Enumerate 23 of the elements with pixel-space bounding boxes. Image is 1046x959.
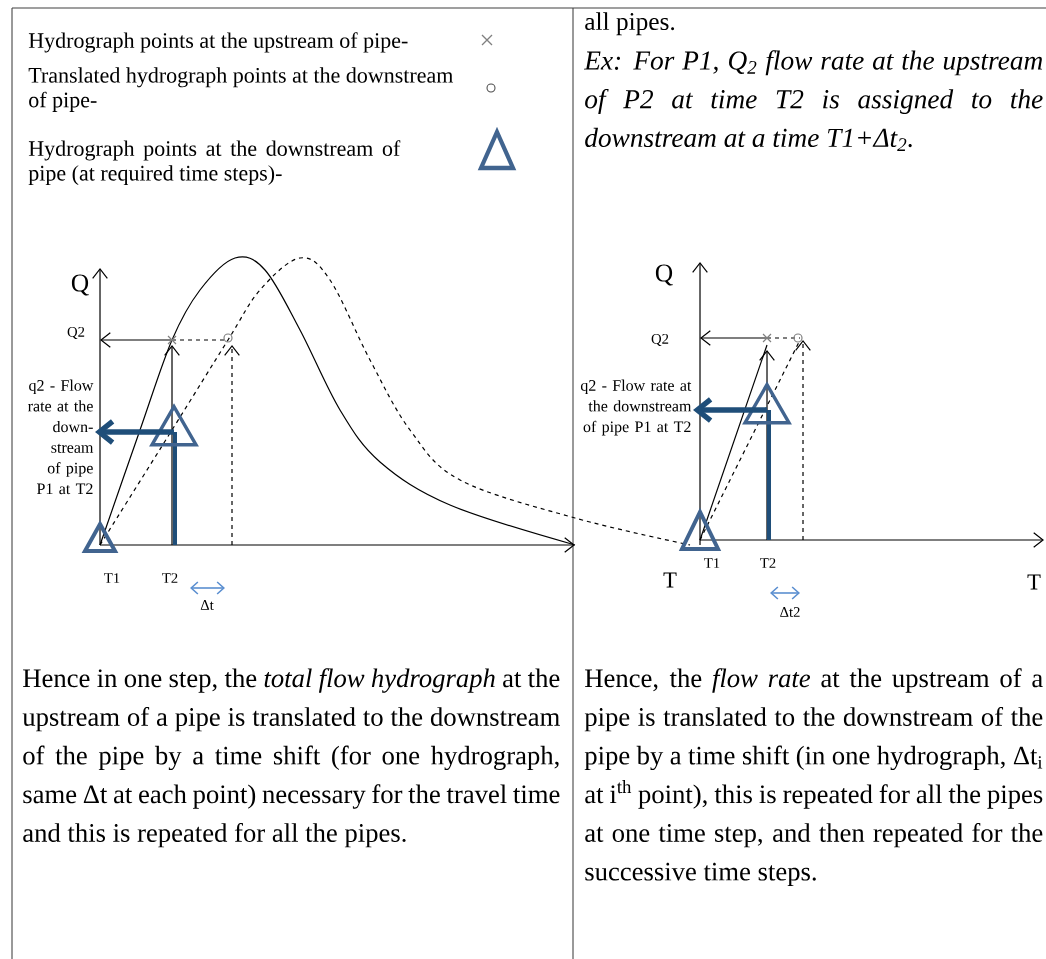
- legend-text: Hydrograph points at the upstream of pipe-: [28, 32, 408, 53]
- axis-label: T: [1027, 574, 1041, 590]
- arrow: [693, 397, 767, 423]
- axis-label: T2: [760, 558, 776, 568]
- axis-label: T2: [162, 573, 178, 583]
- axis-label: T: [663, 572, 677, 588]
- flow-rate-note: q2 - Flow rate at the down- stream of pipe P1 at T2: [28, 379, 94, 495]
- paragraph: Ex: For P1, Q$_{2}$ flow rate at the upstream of P2 at time T2 is assigned to the downstream at a time T1+Δt$_{2}$.: [583, 50, 1043, 151]
- axis-label: Q: [71, 274, 89, 296]
- arrow: [95, 419, 174, 445]
- dimension-label: Δt: [200, 600, 214, 610]
- axis-label: T1: [104, 573, 120, 583]
- axis-label: Q2: [67, 326, 85, 340]
- paragraph: Hence in one step, the total flow hydrograph at the upstream of a pipe is translated to the downstream of the pipe by a time shift (for one hydrograph, same Δt at each point) necessary for the travel time and this is repeated for all the pipes.: [22, 668, 560, 848]
- flow-rate-note: q2 - Flow rate at the downstream of pipe P1 at T2: [580, 379, 692, 436]
- axis-label: Q2: [651, 333, 669, 347]
- dimension-label: Δt2: [780, 607, 800, 617]
- axis-label: Q: [655, 264, 673, 286]
- paragraph: all pipes.: [585, 12, 675, 36]
- legend-text: Hydrograph points at the downstream of pipe (at required time steps)-: [28, 140, 401, 186]
- axis-label: T1: [704, 558, 720, 568]
- paragraph: Hence, the flow rate at the upstream of a pipe is translated to the downstream of the pipe by a time shift (in one hydrograph, Δt$_{i}$ at i$^{th}$ point), this is repeated for all the pipes at one time step, and then repeated for the successive time steps.: [584, 668, 1043, 887]
- legend-text: Translated hydrograph points at the downstream of pipe-: [28, 67, 454, 112]
